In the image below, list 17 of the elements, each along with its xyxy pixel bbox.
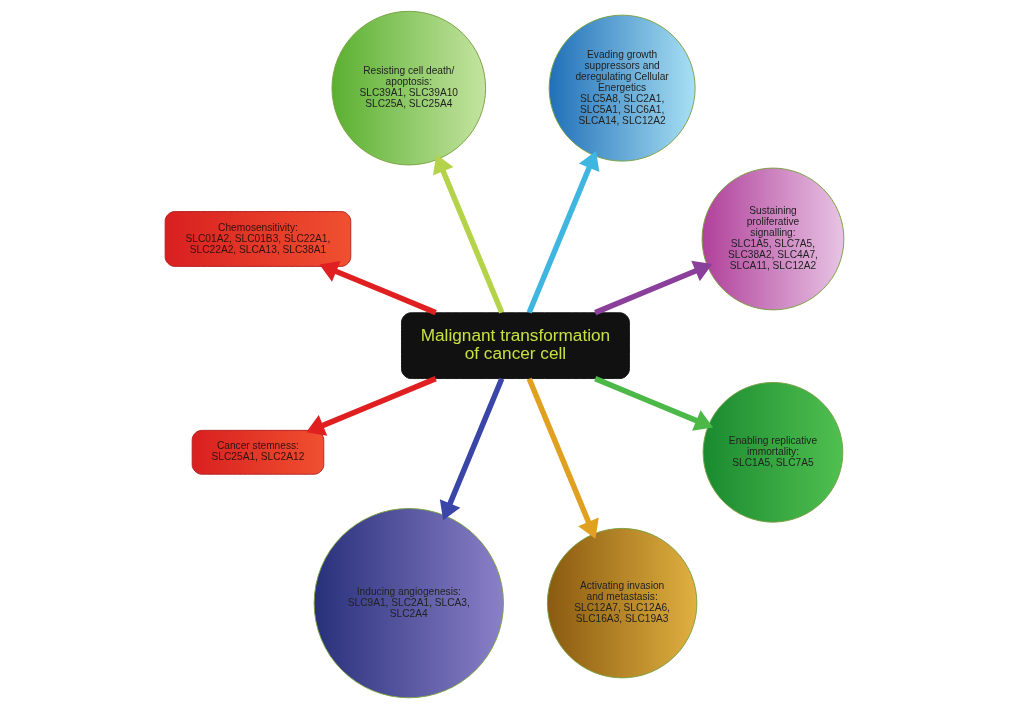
arrow [594, 376, 714, 431]
node-box: Cancer stemness: SLC25A1, SLC2A12 [191, 429, 325, 475]
node-circle: Inducing angiogenesis: SLC9A1, SLC2A1, SLCA3, SLC2A4 [313, 508, 504, 699]
arrow [306, 376, 437, 436]
node-circle: Activating invasion and metastasis: SLC12A7, SLC12A6, SLC16A3, SLC19A3 [546, 527, 698, 679]
node-circle: Enabling replicative immortality: SLC1A5, SLC7A5 [702, 381, 844, 523]
arrow [526, 151, 600, 314]
node-circle: Resisting cell death/ apoptosis: SLC39A1, SLC39A10 SLC25A, SLC25A4 [331, 10, 487, 166]
arrow [319, 261, 437, 316]
arrow [439, 377, 505, 521]
node-circle: Sustaining proliferative signalling: SLC1A5, SLC7A5, SLC38A2, SLC4A7, SLCA11, SLC12A2 [701, 167, 845, 311]
node-circle: Evading growth suppressors and deregulating Cellular Energetics SLC5A8, SLC2A1, SLC5A1, SLC6A1, SLCA14, SLC12A2 [548, 14, 696, 162]
node-box: Chemosensitivity: SLC01A2, SLC01B3, SLC22A1, SLC22A2, SLCA13, SLC38A1 [164, 211, 352, 267]
arrow [594, 260, 713, 316]
arrow [526, 377, 599, 539]
node-box: Malignant transformation of cancer cell [401, 312, 630, 379]
arrow [432, 154, 505, 314]
